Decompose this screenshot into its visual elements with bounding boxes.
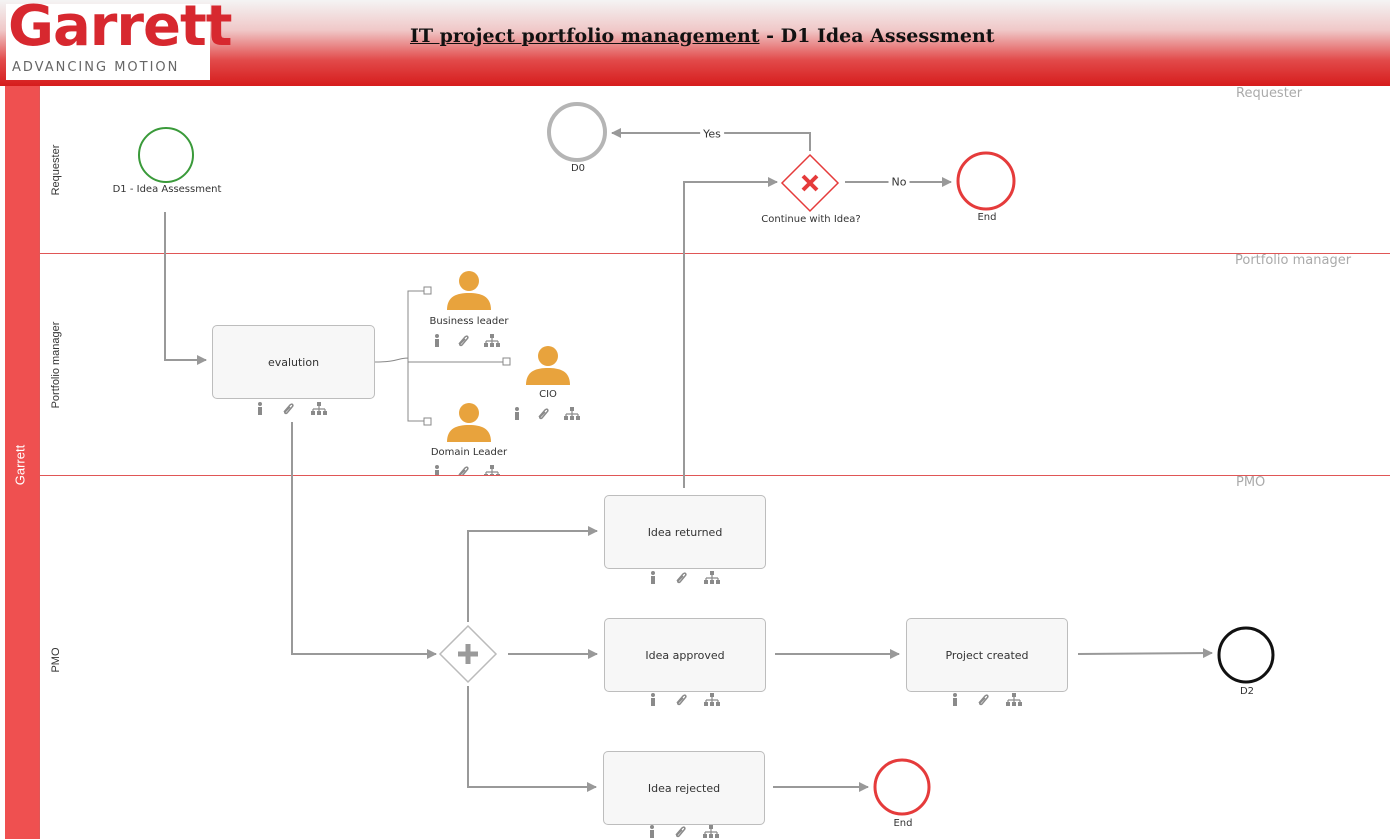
person-icon[interactable]: [446, 270, 492, 310]
start-event-label: D1 - Idea Assessment: [112, 184, 222, 195]
intermediate-event-d0: [547, 102, 607, 162]
title-link[interactable]: IT project portfolio management: [410, 25, 760, 47]
end-event: [956, 151, 1016, 211]
task-idea-approved[interactable]: Idea approved: [604, 618, 766, 692]
attachment-icon[interactable]: [456, 465, 470, 475]
flow-project-to-d2: [1077, 648, 1213, 659]
attachment-icon[interactable]: [674, 693, 688, 707]
flow-start-to-evaluation: [164, 212, 207, 365]
edge-label-no: No: [888, 175, 910, 189]
lane-separator: [39, 253, 1390, 254]
lane-tag-portfolio-manager: Portfolio manager: [1235, 253, 1352, 268]
info-icon[interactable]: [512, 407, 522, 421]
task-project-created[interactable]: Project created: [906, 618, 1068, 692]
garrett-logo: Garrett ADVANCING MOTION: [6, 0, 233, 80]
association-port: [423, 286, 432, 295]
task-idea-returned[interactable]: Idea returned: [604, 495, 766, 569]
lane-separator: [39, 475, 1390, 476]
role-icon-row: [432, 465, 500, 475]
attachment-icon[interactable]: [536, 407, 550, 421]
logo-tagline: ADVANCING MOTION: [12, 60, 180, 75]
role-icon-row: [432, 334, 500, 348]
association-port: [423, 417, 432, 426]
end-event-label: End: [893, 818, 913, 829]
task-label: Idea approved: [645, 648, 725, 662]
task-label: Idea rejected: [647, 781, 721, 795]
task-label: evalution: [267, 355, 320, 369]
task-icon-row: [950, 693, 1022, 707]
association-port: [502, 357, 511, 366]
info-icon[interactable]: [432, 334, 442, 348]
info-icon[interactable]: [648, 571, 658, 585]
task-label: Idea returned: [647, 525, 723, 539]
info-icon[interactable]: [255, 402, 265, 416]
flow-gateway-to-rejected: [467, 686, 597, 792]
end-event: [1217, 626, 1275, 684]
association-evaluation-roles: [374, 290, 503, 422]
end-event: [873, 758, 931, 816]
start-event: [138, 127, 194, 183]
cross-icon: [801, 174, 819, 192]
flow-decision-yes: [611, 128, 811, 151]
attachment-icon[interactable]: [976, 693, 990, 707]
role-icon-row: [512, 407, 580, 421]
attachment-icon[interactable]: [673, 825, 687, 839]
role-label-domain-leader: Domain Leader: [430, 447, 508, 458]
flow-evaluation-to-gateway: [291, 422, 437, 659]
parallel-gateway: [438, 624, 498, 684]
plus-icon: [458, 644, 478, 664]
header-bar: Garrett ADVANCING MOTION IT project port…: [0, 0, 1390, 86]
role-label-business-leader: Business leader: [429, 316, 509, 327]
d2-label: D2: [1239, 686, 1255, 697]
hierarchy-icon[interactable]: [703, 825, 719, 839]
attachment-icon[interactable]: [674, 571, 688, 585]
hierarchy-icon[interactable]: [704, 571, 720, 585]
hierarchy-icon[interactable]: [564, 407, 580, 421]
title-suffix: - D1 Idea Assessment: [759, 25, 995, 47]
page-title: IT project portfolio management - D1 Ide…: [410, 25, 995, 47]
info-icon[interactable]: [950, 693, 960, 707]
task-icon-row: [648, 571, 720, 585]
pool-garrett: [5, 86, 39, 839]
info-icon[interactable]: [648, 693, 658, 707]
flow-returned-to-decision: [683, 177, 778, 488]
hierarchy-icon[interactable]: [484, 465, 500, 475]
attachment-icon[interactable]: [456, 334, 470, 348]
exclusive-gateway: [780, 153, 840, 213]
hierarchy-icon[interactable]: [311, 402, 327, 416]
info-icon[interactable]: [647, 825, 657, 839]
flow-gateway-to-returned: [467, 526, 598, 622]
task-evaluation[interactable]: evalution: [212, 325, 375, 399]
person-icon[interactable]: [446, 402, 492, 442]
gateway-label: Continue with Idea?: [761, 214, 861, 225]
task-icon-row: [647, 825, 719, 839]
pool-divider: [39, 86, 40, 839]
attachment-icon[interactable]: [281, 402, 295, 416]
hierarchy-icon[interactable]: [484, 334, 500, 348]
task-label: Project created: [945, 648, 1029, 662]
task-idea-rejected[interactable]: Idea rejected: [603, 751, 765, 825]
person-icon[interactable]: [525, 345, 571, 385]
d0-label: D0: [570, 163, 586, 174]
info-icon[interactable]: [432, 465, 442, 475]
logo-name: Garrett: [8, 0, 233, 59]
role-label-cio: CIO: [539, 389, 557, 400]
hierarchy-icon[interactable]: [704, 693, 720, 707]
task-icon-row: [648, 693, 720, 707]
lane-tag-pmo: PMO: [1236, 475, 1266, 490]
task-icon-row: [255, 402, 327, 416]
edge-label-yes: Yes: [700, 127, 724, 141]
hierarchy-icon[interactable]: [1006, 693, 1022, 707]
end-event-label: End: [977, 212, 997, 223]
lane-tag-requester: Requester: [1236, 86, 1303, 101]
